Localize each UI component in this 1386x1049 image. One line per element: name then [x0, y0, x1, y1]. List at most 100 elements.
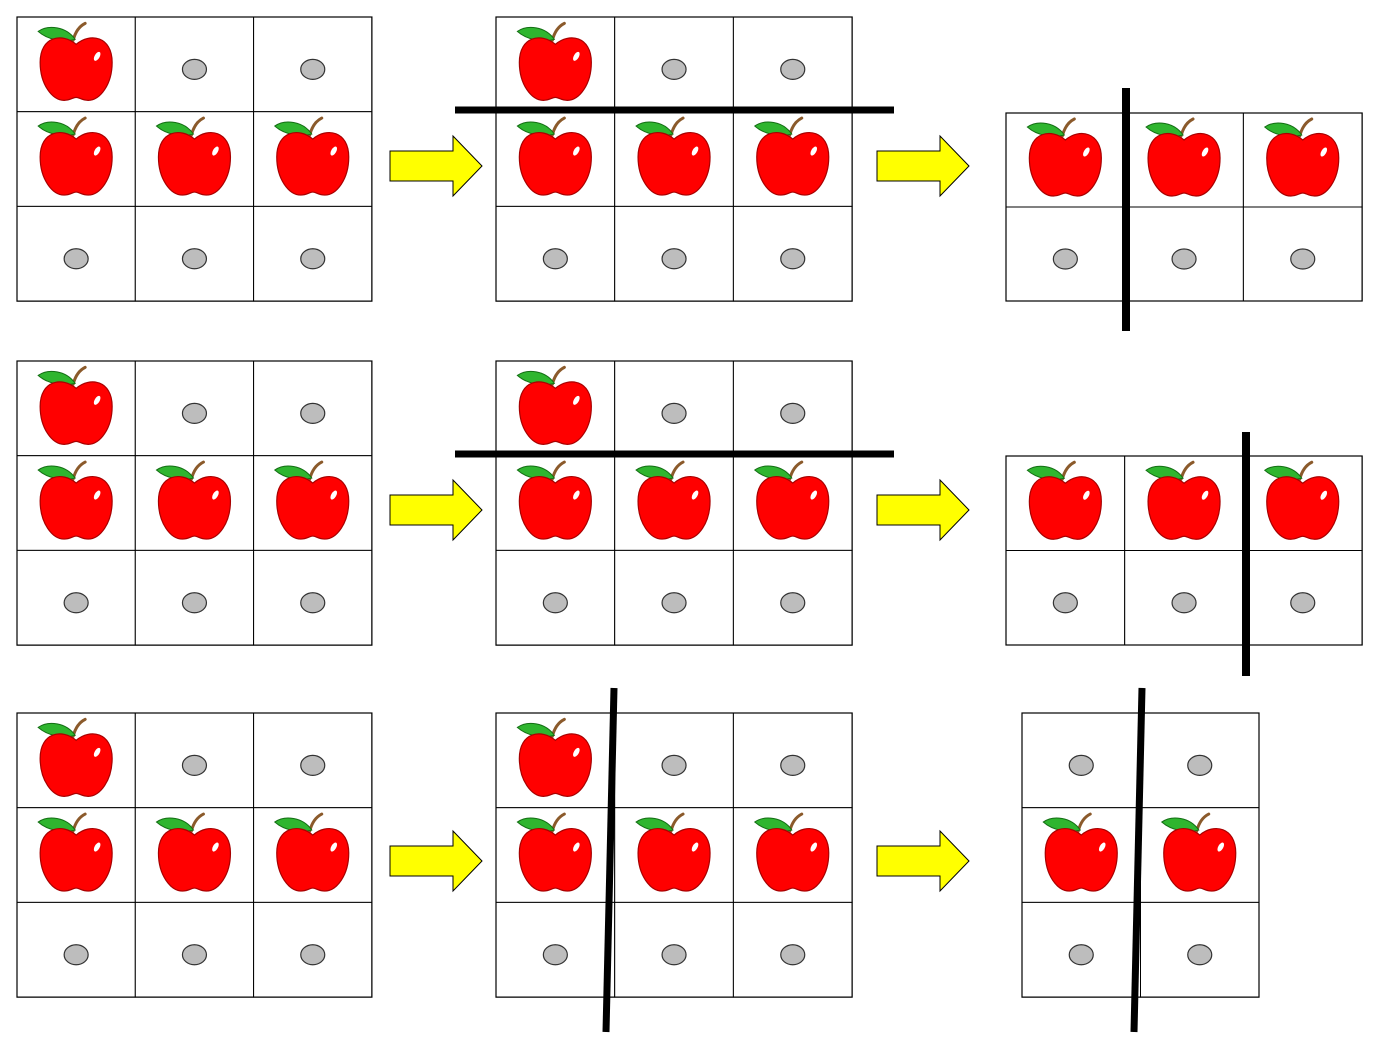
- grid-border: [16, 712, 373, 998]
- pebble-icon: [661, 402, 687, 424]
- pebble-icon: [1052, 592, 1078, 614]
- apple-icon: [1160, 812, 1237, 892]
- grid-1-3: [1005, 88, 1363, 331]
- apple-icon: [273, 116, 350, 196]
- grid-border: [495, 712, 853, 998]
- grid-border: [1005, 112, 1363, 302]
- pebble-icon: [661, 248, 687, 270]
- apple-icon: [635, 460, 711, 540]
- pebble-icon: [780, 754, 806, 776]
- grid-border: [16, 360, 373, 646]
- pebble-icon: [1068, 944, 1094, 966]
- pebble-icon: [300, 944, 326, 966]
- grid-3-3: [1021, 687, 1260, 1033]
- pebble-icon: [542, 248, 568, 270]
- pebble-icon: [63, 592, 89, 614]
- apple-icon: [1145, 460, 1221, 540]
- apple-icon: [155, 460, 232, 540]
- grid-3-2: [495, 687, 853, 1033]
- apple-icon: [37, 21, 113, 101]
- apple-icon: [1026, 460, 1102, 540]
- grid-border: [495, 16, 853, 302]
- pebble-icon: [300, 754, 326, 776]
- pebble-icon: [300, 592, 326, 614]
- grid-border: [495, 360, 853, 646]
- grid-2-3: [1005, 432, 1363, 676]
- right-arrow-icon: [389, 478, 483, 542]
- apple-icon: [37, 812, 113, 892]
- apple-icon: [1042, 812, 1118, 892]
- apple-icon: [516, 460, 592, 540]
- pebble-icon: [1290, 592, 1316, 614]
- pebble-icon: [780, 592, 806, 614]
- apple-icon: [1145, 117, 1221, 197]
- pebble-icon: [63, 248, 89, 270]
- pebble-icon: [1171, 592, 1197, 614]
- pebble-icon: [1171, 248, 1197, 270]
- pebble-icon: [181, 944, 208, 966]
- diagram-row-3: [16, 687, 1260, 1033]
- pebble-icon: [181, 248, 208, 270]
- apple-icon: [155, 812, 232, 892]
- apple-icon: [635, 116, 711, 196]
- right-arrow-icon: [876, 829, 970, 893]
- pebble-icon: [780, 944, 806, 966]
- apple-icon: [516, 21, 592, 101]
- apple-icon: [1026, 117, 1102, 197]
- pebble-icon: [181, 402, 208, 424]
- apple-icon: [635, 812, 711, 892]
- right-arrow-icon: [389, 134, 483, 198]
- grid-3-1: [16, 712, 373, 998]
- apple-icon: [516, 717, 592, 797]
- pebble-icon: [181, 754, 208, 776]
- apple-icon: [753, 812, 830, 892]
- apple-icon: [1263, 117, 1340, 197]
- right-arrow-icon: [876, 134, 970, 198]
- apple-icon: [516, 812, 592, 892]
- pebble-icon: [661, 944, 687, 966]
- apple-icon: [37, 717, 113, 797]
- vertical-cut-line: [1130, 687, 1146, 1033]
- pebble-icon: [780, 248, 806, 270]
- pebble-icon: [1290, 248, 1316, 270]
- pebble-icon: [542, 944, 568, 966]
- grid-1-1: [16, 16, 373, 302]
- pebble-icon: [300, 402, 326, 424]
- pebble-icon: [181, 58, 208, 80]
- apple-icon: [155, 116, 232, 196]
- diagram-row-2: [16, 360, 1363, 676]
- diagram-row-1: [16, 16, 1363, 331]
- grid-border: [16, 16, 373, 302]
- apple-icon: [516, 116, 592, 196]
- pebble-icon: [1187, 754, 1213, 776]
- pebble-icon: [542, 592, 568, 614]
- pebble-icon: [780, 58, 806, 80]
- grid-border: [1005, 455, 1363, 646]
- right-arrow-icon: [389, 829, 483, 893]
- apple-icon: [753, 460, 830, 540]
- apple-icon: [753, 116, 830, 196]
- apple-icon: [1263, 460, 1340, 540]
- vertical-cut-line: [602, 687, 618, 1033]
- pebble-icon: [780, 402, 806, 424]
- grid-1-2: [455, 16, 894, 302]
- apple-icon: [37, 365, 113, 445]
- pebble-icon: [63, 944, 89, 966]
- pebble-icon: [300, 58, 326, 80]
- pebble-icon: [300, 248, 326, 270]
- grid-2-2: [455, 360, 894, 646]
- apple-icon: [273, 812, 350, 892]
- pebble-icon: [661, 754, 687, 776]
- pebble-icon: [661, 58, 687, 80]
- grid-2-1: [16, 360, 373, 646]
- apple-icon: [516, 365, 592, 445]
- pebble-icon: [1187, 944, 1213, 966]
- pebble-icon: [1068, 754, 1094, 776]
- pebble-icon: [1052, 248, 1078, 270]
- pebble-icon: [661, 592, 687, 614]
- apple-icon: [37, 460, 113, 540]
- apple-icon: [273, 460, 350, 540]
- right-arrow-icon: [876, 478, 970, 542]
- apple-icon: [37, 116, 113, 196]
